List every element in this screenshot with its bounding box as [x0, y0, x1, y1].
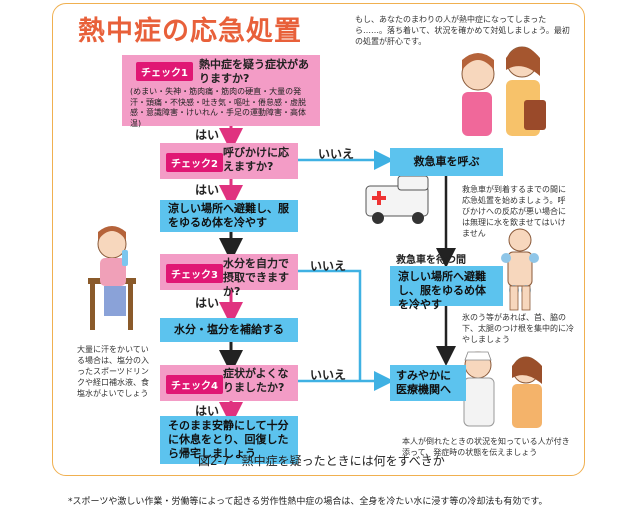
check-2-question: 呼びかけに応えますか? [223, 146, 289, 173]
no-label-1: いいえ [318, 147, 355, 161]
check-3-question: 水分を自力で摂取できますか? [223, 257, 289, 298]
yes-label-4: はい [195, 404, 220, 418]
yes-label-1: はい [195, 128, 220, 142]
drinking-girl-illustration [88, 226, 136, 330]
hydrate-box: 水分・塩分を補給する [160, 318, 298, 342]
yes-label-2: はい [195, 183, 220, 197]
sweat-note: 大量に汗をかいている場合は、塩分の入ったスポーツドリンクや経口補水液、食塩水がよ… [77, 345, 149, 398]
no-label-3: いいえ [310, 368, 347, 382]
rest-box: そのまま安静にして十分に休息をとり、回復したら帰宅しましょう [160, 416, 298, 464]
check-1-symptoms: (めまい・失神・筋肉痛・筋肉の硬直・大量の発汗・頭痛・不快感・吐き気・嘔吐・倦怠… [130, 87, 306, 128]
cool-down-box: 涼しい場所へ避難し、服をゆるめ体を冷やす [160, 200, 298, 232]
ambulance-note: 救急車が到着するまでの間に応急処置を始めましょう。呼びかけへの反応が悪い場合には… [462, 185, 566, 238]
check-3-tag: チェック3 [166, 264, 223, 283]
ambulance-box: 救急車を呼ぶ [390, 148, 503, 176]
cooled-person-illustration [501, 228, 539, 311]
no-label-2: いいえ [310, 259, 347, 273]
footnote: *スポーツや激しい作業・労働等によって起きる労作性熱中症の場合は、全身を冷たい水… [68, 497, 548, 507]
check-4-tag: チェック4 [166, 375, 223, 394]
cool-down-right-box: 涼しい場所へ避難し、服をゆるめ体を冷やす [390, 266, 503, 311]
yes-label-3: はい [195, 296, 220, 310]
intro-text: もし、あなたのまわりの人が熱中症になってしまったら……。落ち着いて、状況を確かめ… [355, 15, 570, 46]
hospital-note: 本人が倒れたときの状況を知っている人が付き添って、発症時の状態を伝えましょう [402, 437, 570, 457]
check-1-question: 熱中症を疑う症状がありますか? [199, 58, 309, 85]
check-2-tag: チェック2 [166, 153, 223, 172]
girl-helping-illustration [461, 46, 546, 136]
ambulance-illustration [365, 175, 429, 224]
figure-caption: 図2-7 熱中症を疑ったときには何をすべきか [198, 454, 445, 468]
hospital-illustration [463, 351, 542, 428]
waiting-label: 救急車を待つ間 [396, 255, 466, 266]
hospital-box: すみやかに医療機関へ [390, 365, 466, 401]
ice-note: 氷のう等があれば、首、脇の下、太腿のつけ根を集中的に冷やしましょう [462, 313, 574, 344]
check-4-question: 症状がよくなりましたか? [223, 367, 289, 394]
check-1-tag: チェック1 [136, 62, 193, 81]
no-arrow-2 [298, 269, 362, 381]
figure-title: 熱中症の応急処置 [78, 16, 302, 47]
